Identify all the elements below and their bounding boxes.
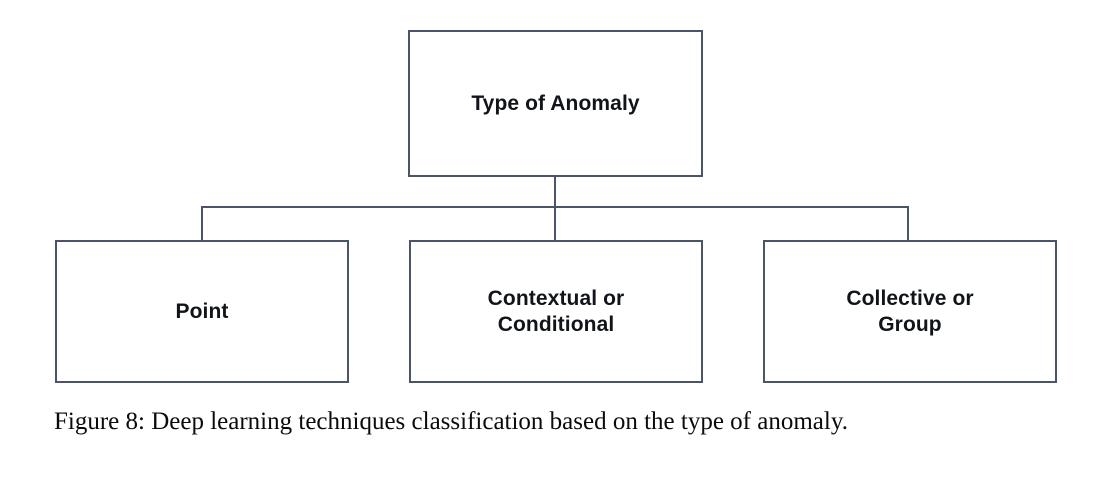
connector-root-stem — [554, 177, 556, 208]
connector-drop-point — [201, 206, 203, 241]
figure-caption: Figure 8: Deep learning techniques class… — [54, 408, 848, 435]
node-label-contextual-or-conditional: Contextual or Conditional — [487, 286, 625, 336]
connector-drop-collective — [907, 206, 909, 241]
node-type-of-anomaly: Type of Anomaly — [408, 30, 703, 177]
connector-drop-contextual — [554, 206, 556, 241]
node-contextual-or-conditional: Contextual or Conditional — [409, 240, 703, 383]
node-collective-or-group: Collective or Group — [763, 240, 1057, 383]
node-label-type-of-anomaly: Type of Anomaly — [471, 91, 640, 115]
node-label-point: Point — [175, 299, 229, 323]
node-label-collective-or-group: Collective or Group — [846, 286, 974, 336]
node-point: Point — [55, 240, 349, 383]
